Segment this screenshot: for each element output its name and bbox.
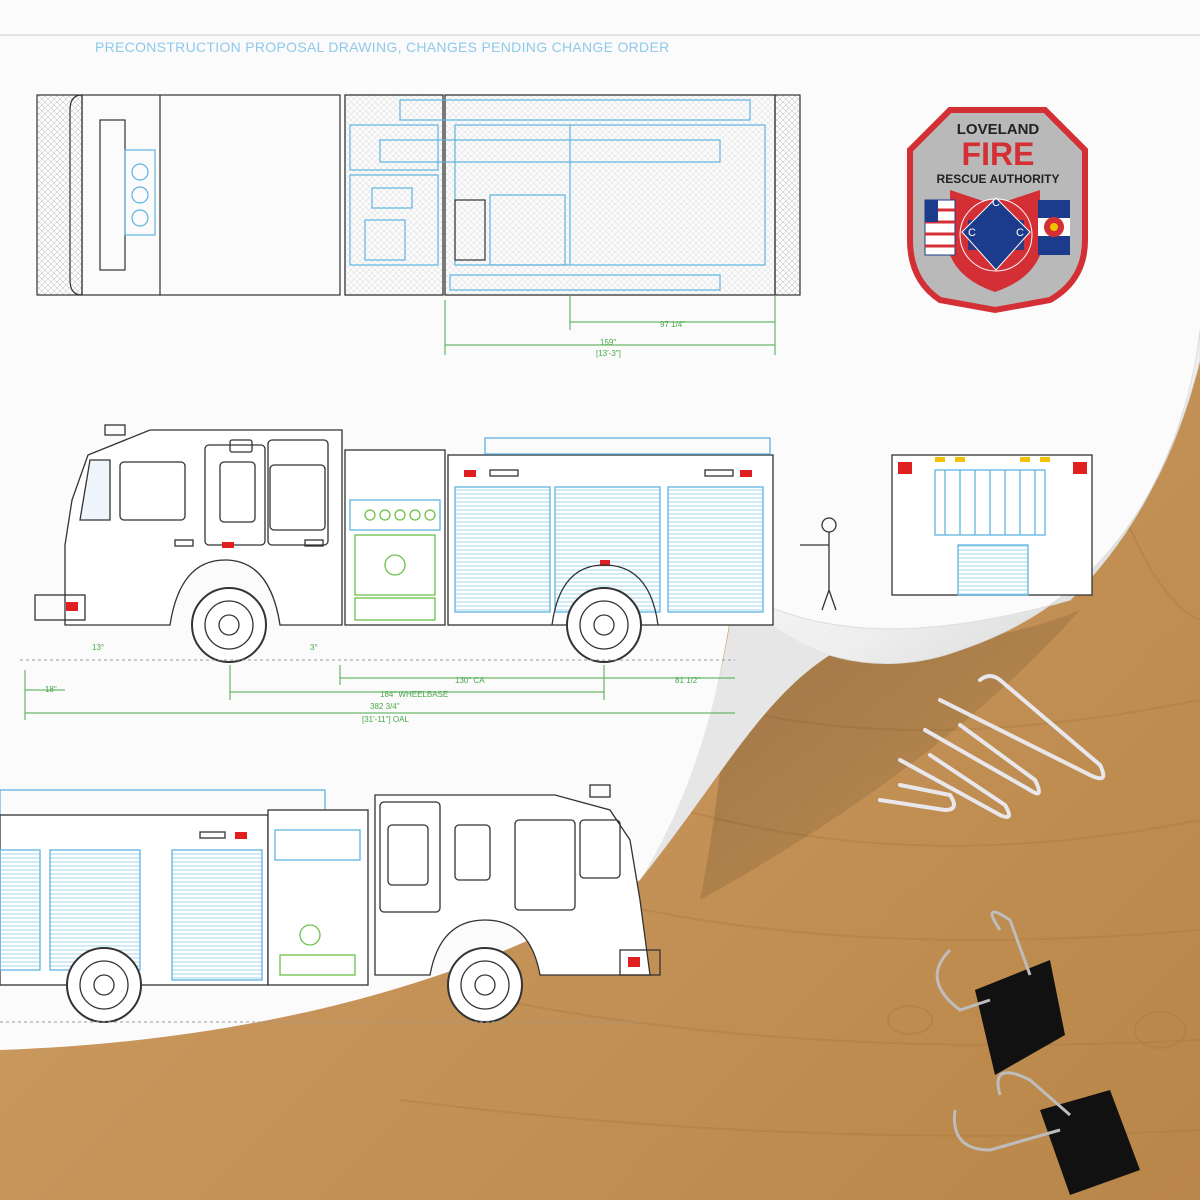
dim-rear-overhang: 81 1/2": [675, 676, 700, 685]
logo-letter-top: C: [992, 197, 1000, 209]
dim-front-overhang: 18": [45, 685, 57, 694]
dim-159-ft: [13'-3"]: [596, 349, 621, 358]
top-view-dimensions: [444, 295, 776, 355]
side-view-dimensions: [24, 665, 735, 720]
dim-angle-mid: 3°: [310, 643, 318, 652]
logo-letter-right: C: [1016, 227, 1024, 239]
side-view-truck: [34, 424, 837, 663]
paper-curl-underside: [640, 590, 830, 880]
top-view: [36, 94, 801, 296]
logo-line3: RESCUE AUTHORITY: [937, 172, 1060, 186]
logo-line1: LOVELAND: [957, 121, 1040, 138]
rear-view-truck: [891, 454, 1093, 596]
dim-159: 159": [600, 338, 616, 347]
dim-97: 97 1/4": [660, 320, 685, 329]
paper-clips: [878, 674, 1106, 819]
dim-wheelbase: 184" WHEELBASE: [380, 690, 448, 699]
binder-clip-2: [952, 1071, 1140, 1195]
logo-letter-left: C: [968, 227, 976, 239]
binder-clip-1: [935, 910, 1065, 1075]
logo-line2: FIRE: [962, 136, 1035, 172]
drawing-title: PRECONSTRUCTION PROPOSAL DRAWING, CHANGE…: [95, 39, 670, 55]
dim-oal: 382 3/4": [370, 702, 400, 711]
loveland-fire-logo: LOVELAND FIRE RESCUE AUTHORITY C C C: [907, 107, 1088, 314]
opposite-side-truck: [0, 784, 661, 1023]
dim-oal-ft: [31'-11"] OAL: [362, 715, 409, 724]
dim-ca: 130" CA: [455, 676, 485, 685]
dim-angle-front: 13°: [92, 643, 104, 652]
